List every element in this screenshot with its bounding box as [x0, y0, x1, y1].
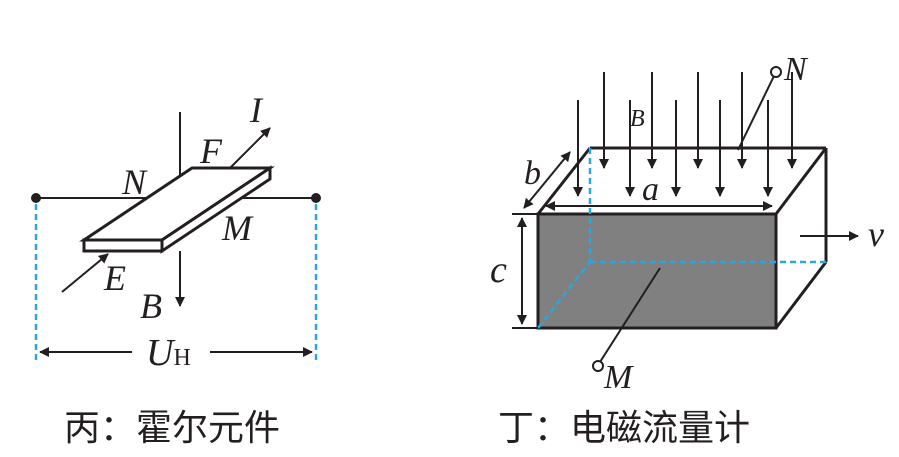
electrode-n-leader: [737, 75, 775, 151]
label-u-subscript: H: [173, 345, 190, 371]
electrode-m-leader: [599, 267, 661, 363]
hall-plate-front: [82, 238, 164, 253]
hidden-edge-diagonal: [537, 261, 591, 329]
label-b: B: [140, 286, 162, 326]
field-arrows: [573, 72, 797, 197]
label-b-dim: b: [524, 155, 541, 192]
label-n: N: [783, 51, 809, 88]
label-e: E: [103, 258, 126, 298]
label-m: M: [221, 208, 254, 248]
label-b-field: B: [630, 106, 645, 132]
label-m: M: [603, 359, 634, 396]
caption-right: 丁：电磁流量计: [498, 408, 750, 449]
label-c: c: [490, 249, 507, 291]
edge-bottom-right: [774, 261, 828, 329]
label-u: U: [146, 332, 176, 374]
label-v: v: [868, 214, 884, 254]
current-i-arrow: [229, 127, 271, 169]
left-terminal-dot: [31, 193, 41, 203]
electrode-m-terminal: [592, 360, 604, 372]
label-i: I: [249, 90, 264, 130]
hall-element-figure: I F N M E B UH 丙：霍尔元件: [31, 90, 321, 449]
caption-left: 丙：霍尔元件: [64, 408, 280, 449]
current-e-arrow: [61, 253, 109, 293]
label-uh: UH: [146, 332, 191, 374]
electrode-n-terminal: [770, 66, 782, 78]
label-f: F: [199, 131, 223, 171]
label-n: N: [121, 162, 148, 202]
hall-plate-side: [160, 165, 272, 254]
label-a: a: [642, 171, 659, 208]
right-terminal-dot: [311, 193, 321, 203]
edge-top-right: [774, 147, 828, 215]
flowmeter-figure: N B b a v c M 丁：电磁流量计: [490, 51, 884, 449]
dimension-b-arrow: [523, 151, 571, 209]
